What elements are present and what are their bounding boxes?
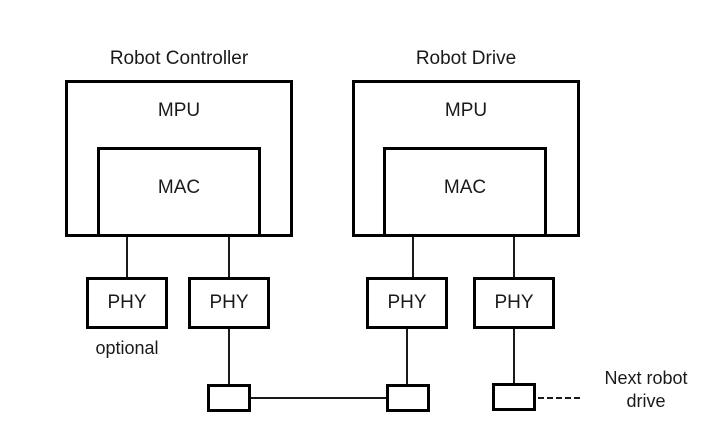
annotation-next-robot-drive: Next robot drive [576,367,716,413]
wire-mac-to-phy-2-robot-controller [228,234,230,278]
phy-label-robot-controller-2: PHY [209,292,249,313]
phy-label-robot-drive-2: PHY [494,292,534,313]
wire-phy-to-connector-2 [406,329,408,386]
group-caption-robot-controller: Robot Controller [109,48,249,69]
annotation-next-robot-drive-line1: Next robot [604,368,688,388]
wire-mac-to-phy-2-robot-drive [513,234,515,278]
phy-block-robot-drive-1 [366,277,448,329]
wire-bus-connector-1-to-2 [250,397,388,399]
phy-block-robot-controller-1 [86,277,168,329]
wire-dashed-next-robot-drive [538,397,580,399]
group-caption-robot-drive: Robot Drive [415,48,517,69]
phy-block-robot-drive-2 [473,277,555,329]
phy-note-optional: optional [95,338,159,358]
phy-label-robot-controller-1: PHY [107,292,147,313]
mac-label-robot-controller: MAC [157,177,201,198]
wire-phy-to-connector-3 [513,329,515,384]
connector-block-1 [207,384,251,412]
connector-block-2 [386,384,430,412]
wire-phy-to-connector-1 [228,329,230,386]
phy-block-robot-controller-2 [188,277,270,329]
annotation-next-robot-drive-line2: drive [626,391,666,411]
wire-mac-to-phy-1-robot-controller [126,234,128,278]
mac-block-robot-drive [383,147,547,237]
mac-block-robot-controller [97,147,261,237]
mpu-label-robot-drive: MPU [444,100,488,121]
mpu-label-robot-controller: MPU [157,100,201,121]
mac-label-robot-drive: MAC [443,177,487,198]
wire-mac-to-phy-1-robot-drive [412,234,414,278]
phy-label-robot-drive-1: PHY [387,292,427,313]
connector-block-3 [492,383,536,411]
